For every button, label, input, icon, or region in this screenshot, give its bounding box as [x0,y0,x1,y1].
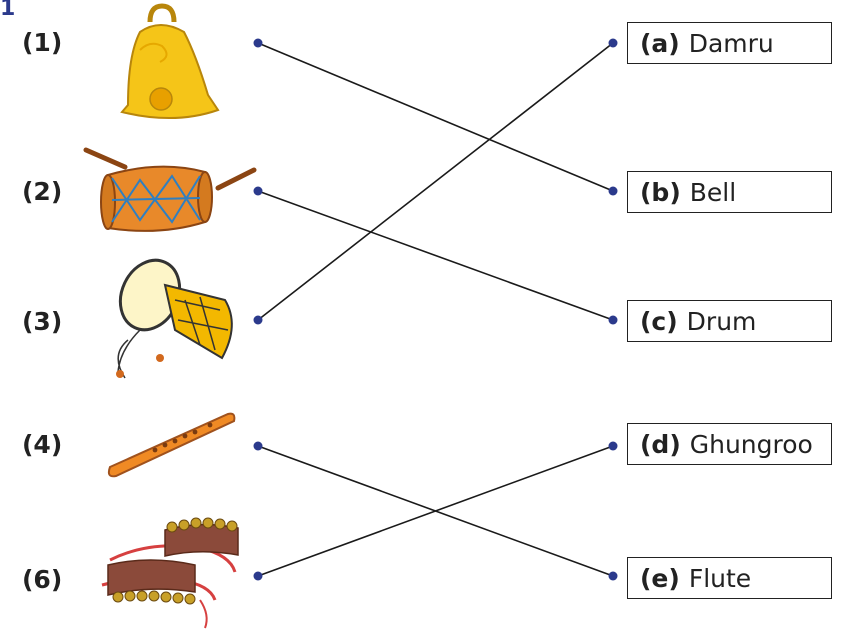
answer-box-c: (c) Drum [627,300,832,342]
dot-right-a [608,38,618,48]
item-number-2: (2) [22,177,63,206]
dot-left-4 [253,441,263,451]
answer-letter-e: (e) [640,563,680,593]
dot-left-1 [253,38,263,48]
answer-box-d: (d) Ghungroo [627,423,832,465]
answer-label-a: Damru [688,28,774,58]
bell-icon [120,3,220,119]
answer-label-c: Drum [686,306,757,336]
answer-box-b: (b) Bell [627,171,832,213]
dot-left-2 [253,186,263,196]
item-number-3: (3) [22,307,63,336]
question-number: 1 [0,0,16,21]
answer-letter-b: (b) [640,177,681,207]
ghungroo-icon [101,517,239,629]
answer-letter-d: (d) [640,429,681,459]
dholak-drum-icon [83,147,257,232]
answer-box-a: (a) Damru [627,22,832,64]
item-number-6: (6) [22,565,63,594]
answer-label-d: Ghungroo [689,429,813,459]
dot-right-b [608,186,618,196]
item-number-1: (1) [22,28,63,57]
item-number-4: (4) [22,430,63,459]
flute-icon [107,412,236,478]
line-6-to-d [257,445,614,577]
answer-label-b: Bell [689,177,737,207]
answer-letter-a: (a) [640,28,680,58]
line-3-to-a [257,42,614,321]
dot-left-6 [253,571,263,581]
answer-letter-c: (c) [640,306,678,336]
connection-lines [257,42,614,577]
dot-right-d [608,441,618,451]
answer-label-e: Flute [688,563,752,593]
damru-icon [116,258,233,379]
connection-dots [253,38,618,581]
line-2-to-c [257,190,614,321]
dot-right-c [608,315,618,325]
dot-right-e [608,571,618,581]
answer-box-e: (e) Flute [627,557,832,599]
dot-left-3 [253,315,263,325]
line-1-to-b [257,42,614,192]
